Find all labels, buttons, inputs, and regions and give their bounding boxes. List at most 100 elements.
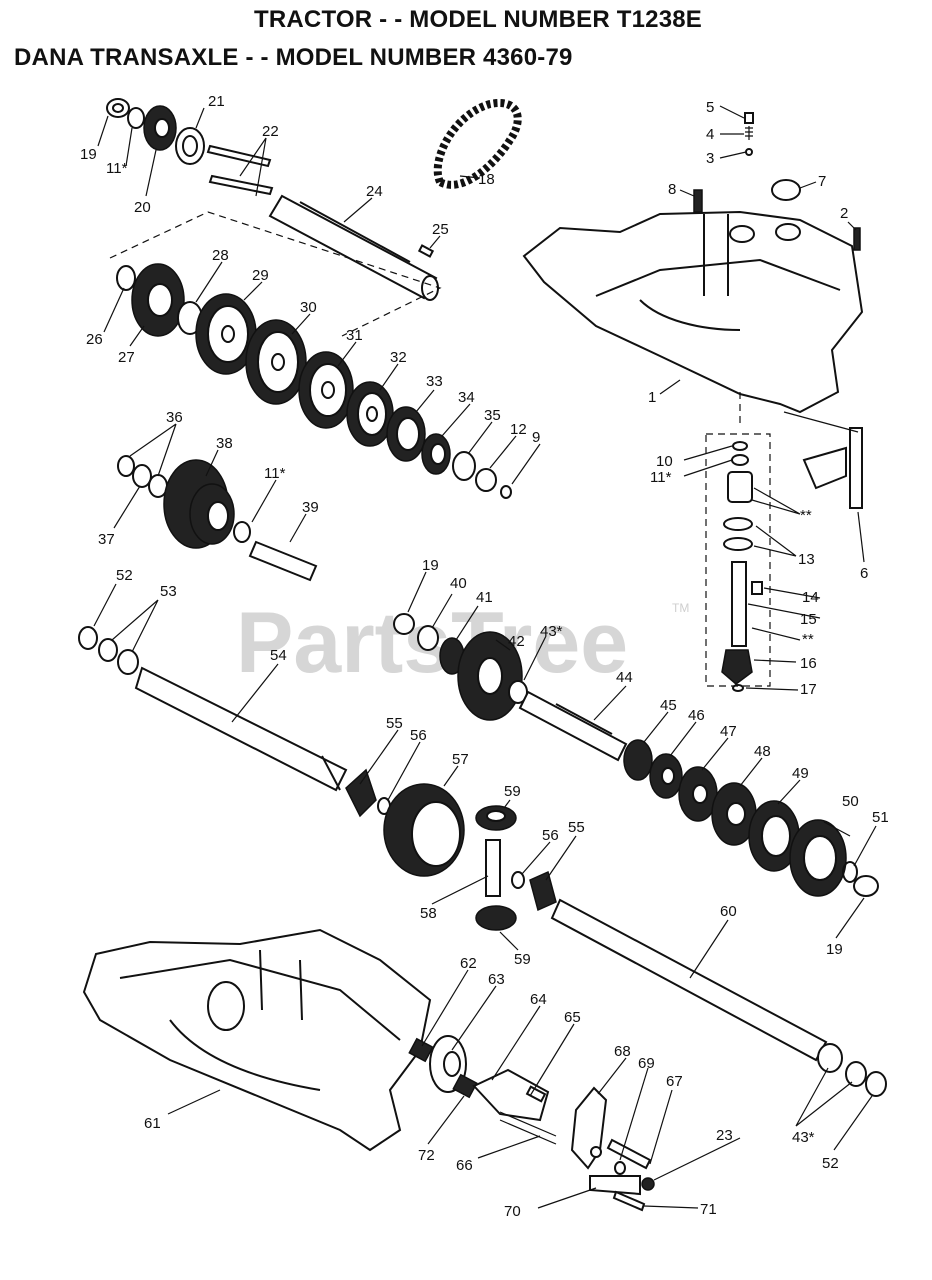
part-34-gear[interactable] <box>421 433 451 475</box>
part-11-washer-top[interactable] <box>127 107 145 129</box>
callout-label: 25 <box>432 221 449 238</box>
callout-label: 63 <box>488 971 505 988</box>
part-13-washers[interactable] <box>723 517 753 551</box>
callout-label: 48 <box>754 743 771 760</box>
part-63-brake-disc[interactable] <box>429 1035 467 1093</box>
part-10-clip[interactable] <box>732 441 748 451</box>
part-55-bevel-gear-right[interactable] <box>529 870 557 912</box>
part-55-bevel-gear-left[interactable] <box>345 768 377 818</box>
part-53-washers-left[interactable] <box>98 638 139 675</box>
part-59-pinion-top[interactable] <box>475 805 517 831</box>
part-44-countershaft[interactable] <box>518 690 628 762</box>
part-3-ball[interactable] <box>745 148 753 156</box>
callout-label: 38 <box>216 435 233 452</box>
callout-label: 15 <box>800 611 817 628</box>
part-15-shaft[interactable] <box>731 561 747 647</box>
part-9-ring[interactable] <box>500 485 512 499</box>
callout-label: 41 <box>476 589 493 606</box>
part-69-washer[interactable] <box>614 1161 626 1175</box>
callout-label: 53 <box>160 583 177 600</box>
part-61-case-lower[interactable] <box>82 928 432 1152</box>
watermark-tm: TM <box>672 601 689 615</box>
part-50-gear[interactable] <box>789 819 847 897</box>
part-25-key[interactable] <box>417 244 435 258</box>
part-67-bolt[interactable] <box>606 1138 652 1170</box>
part-26-snap-ring[interactable] <box>116 265 136 291</box>
part-45-gear[interactable] <box>623 739 653 781</box>
part-11-washer-right[interactable] <box>731 454 749 466</box>
part-64-caliper[interactable] <box>472 1068 550 1122</box>
part-38-cluster-gear[interactable] <box>163 459 235 549</box>
part-12-bushing[interactable] <box>475 468 497 492</box>
part-21-bearing[interactable] <box>175 127 205 165</box>
part-11-washer-mid[interactable] <box>233 521 251 543</box>
part-39-shaft[interactable] <box>248 540 318 582</box>
callout-label: 45 <box>660 697 677 714</box>
callout-label: 31 <box>346 327 363 344</box>
part-4-spring[interactable] <box>745 126 753 140</box>
part-57-ring-gear[interactable] <box>383 783 465 877</box>
part-14-key[interactable] <box>751 581 763 595</box>
part-54-axle-left[interactable] <box>134 666 348 792</box>
part-32-gear[interactable] <box>346 381 394 447</box>
part-72-brake-puck[interactable] <box>452 1073 478 1099</box>
part-16-bevel-pinion[interactable] <box>721 649 753 685</box>
part-18-drive-chain[interactable] <box>433 99 522 189</box>
part-43-washer-right-axle[interactable] <box>817 1043 867 1087</box>
part-7-cap[interactable] <box>771 179 801 201</box>
part-20-sprocket[interactable] <box>143 105 177 151</box>
part-30-gear[interactable] <box>245 319 307 405</box>
callout-label: 55 <box>386 715 403 732</box>
part-22-keys[interactable] <box>206 144 274 196</box>
part-31-gear[interactable] <box>298 351 354 429</box>
callout-label: 64 <box>530 991 547 1008</box>
part-71-bolt[interactable] <box>612 1190 646 1212</box>
callout-label: 14 <box>802 589 819 606</box>
part-24-input-shaft[interactable] <box>268 194 439 301</box>
part-5-plug[interactable] <box>744 112 754 124</box>
part-19-bushing-top[interactable] <box>106 98 130 118</box>
part-2-bolt[interactable] <box>853 227 861 251</box>
part-68-brake-lever[interactable] <box>570 1086 608 1170</box>
part-8-bolt[interactable] <box>693 189 703 213</box>
part-42-brake-disc[interactable] <box>457 631 523 721</box>
callout-label: 36 <box>166 409 183 426</box>
callout-label: 4 <box>706 126 714 143</box>
callout-label: 7 <box>818 173 826 190</box>
part-6-shift-lever[interactable] <box>802 427 863 509</box>
part-19-bushing-mid[interactable] <box>393 613 415 635</box>
part-17-ring[interactable] <box>732 684 744 692</box>
callout-label: 54 <box>270 647 287 664</box>
callout-label: 55 <box>568 819 585 836</box>
callout-label: 28 <box>212 247 229 264</box>
part-49-gear[interactable] <box>748 800 800 872</box>
part-60-axle-right[interactable] <box>550 898 828 1062</box>
part-46-gear[interactable] <box>649 753 683 799</box>
part-51-washer[interactable] <box>842 861 858 883</box>
callout-label: 18 <box>478 171 495 188</box>
callout-label: 61 <box>144 1115 161 1132</box>
part-70-bracket[interactable] <box>589 1175 641 1196</box>
part-52-seal-left[interactable] <box>78 626 98 650</box>
part-35-washer[interactable] <box>452 451 476 481</box>
part-52-seal-right[interactable] <box>865 1071 887 1097</box>
callout-label: 16 <box>800 655 817 672</box>
diagram-title-tractor-model: TRACTOR - - MODEL NUMBER T1238E <box>254 6 703 33</box>
part-65-pin[interactable] <box>525 1085 547 1103</box>
part-62-brake-puck[interactable] <box>408 1037 434 1063</box>
part-59-pinion-bottom[interactable] <box>475 905 517 931</box>
part-36-washers[interactable] <box>117 455 168 498</box>
part-40-spacer[interactable] <box>417 625 439 651</box>
part-1-case-upper[interactable] <box>522 210 864 414</box>
part-56-ring-right[interactable] <box>511 871 525 889</box>
part-19-bushing-right[interactable] <box>853 875 879 897</box>
part-23-nut[interactable] <box>641 1177 655 1191</box>
part-33-gear[interactable] <box>386 406 426 462</box>
part-58-cross-pin[interactable] <box>485 839 501 897</box>
part-bearing-double-star[interactable] <box>727 471 753 503</box>
part-27-sprocket[interactable] <box>131 263 185 337</box>
part-66-rods[interactable] <box>499 1111 557 1145</box>
callout-label: 68 <box>614 1043 631 1060</box>
part-29-gear[interactable] <box>195 293 257 375</box>
callout-label: 33 <box>426 373 443 390</box>
